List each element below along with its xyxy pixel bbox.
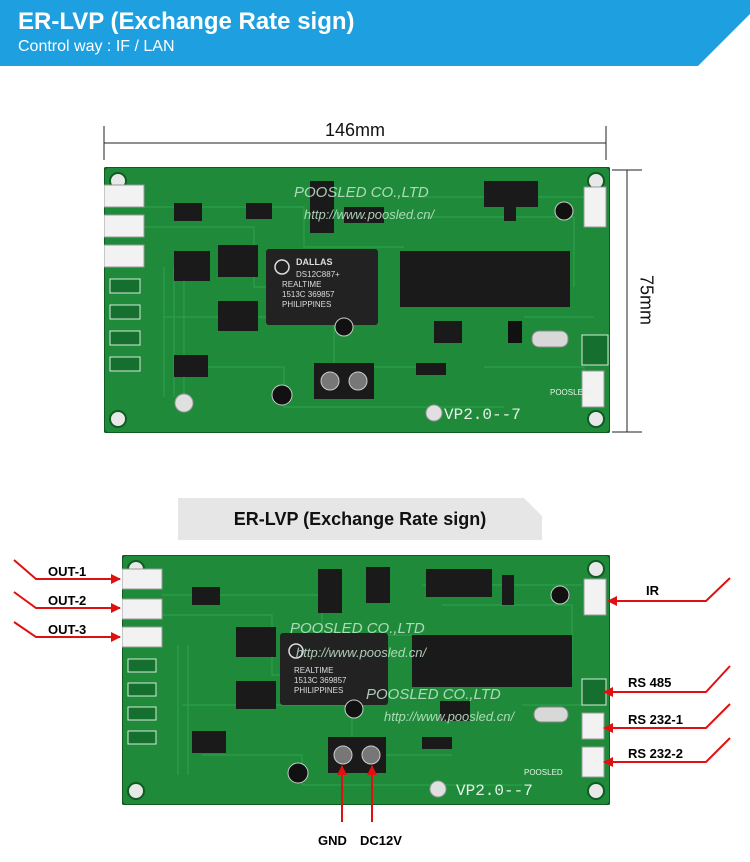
banner-shape: [0, 0, 750, 66]
pin-arrows: [13, 559, 731, 822]
arrow-out-1: [13, 559, 121, 584]
crystal: [531, 330, 569, 348]
arrow-rs232-1: [603, 703, 731, 733]
ics: [174, 181, 570, 377]
rtc-line-2-bottom: REALTIME: [294, 666, 333, 675]
capacitors: [174, 201, 574, 422]
page-subtitle: Control way : IF / LAN: [18, 38, 175, 55]
rtc-line-1: DS12C887+: [296, 270, 340, 279]
arrow-ir: [607, 577, 731, 606]
dimension-lines: [103, 126, 642, 433]
watermark-company: POOSLED CO.,LTD: [294, 184, 429, 201]
rs232-connector: [581, 370, 605, 408]
label-out-1: OUT-1: [48, 564, 87, 579]
page-title: ER-LVP (Exchange Rate sign): [18, 8, 355, 35]
label-gnd: GND: [318, 833, 347, 848]
arrow-out-3: [13, 621, 121, 642]
height-dimension-label: 75mm: [636, 274, 657, 326]
pcb-board-bottom: REALTIME 1513C 369857 PHILIPPINES POOSLE…: [122, 555, 610, 805]
arrow-rs485: [603, 665, 731, 697]
rtc-line-3: 1513C 369857: [282, 290, 335, 299]
rtc-line-2: REALTIME: [282, 280, 321, 289]
label-dc12v: DC12V: [360, 833, 402, 848]
label-ir: IR: [646, 583, 659, 598]
label-rs232-1: RS 232-1: [628, 712, 683, 727]
ir-connector: [583, 186, 607, 228]
width-dimension-label: 146mm: [324, 120, 386, 140]
label-rs485: RS 485: [628, 675, 672, 690]
mounting-holes: [109, 172, 605, 428]
diagram-caption: ER-LVP (Exchange Rate sign): [233, 509, 487, 529]
arrow-rs232-2: [603, 737, 731, 767]
watermark-url-bottom-1: http://www.poosled.cn/: [296, 645, 427, 660]
power-terminal: [314, 363, 374, 399]
caption-tab: [178, 498, 542, 540]
board-version-bottom: VP2.0--7: [456, 782, 533, 800]
pcb-board-top: DALLAS DS12C887+ REALTIME 1513C 369857 P…: [104, 167, 610, 433]
watermark-url-bottom-2: http://www.poosled.cn/: [384, 709, 515, 724]
watermark-url: http://www.poosled.cn/: [304, 207, 435, 222]
watermark-company-bottom-2: POOSLED CO.,LTD: [366, 686, 501, 703]
board-brand-bottom: POOSLED: [524, 768, 563, 777]
board-version: VP2.0--7: [444, 406, 521, 424]
label-out-2: OUT-2: [48, 593, 87, 608]
board-brand: POOSLED: [550, 388, 589, 397]
rtc-line-4-bottom: PHILIPPINES: [294, 686, 343, 695]
header-banner: ER-LVP (Exchange Rate sign) Control way …: [0, 0, 750, 66]
rtc-line-4: PHILIPPINES: [282, 300, 331, 309]
arrow-out-2: [13, 591, 121, 613]
rtc-brand: DALLAS: [296, 257, 333, 267]
rtc-line-3-bottom: 1513C 369857: [294, 676, 347, 685]
label-out-3: OUT-3: [48, 622, 87, 637]
out-connectors: [104, 184, 145, 268]
label-rs232-2: RS 232-2: [628, 746, 683, 761]
rtc-module: DALLAS DS12C887+ REALTIME 1513C 369857 P…: [266, 249, 378, 325]
watermark-company-bottom-1: POOSLED CO.,LTD: [290, 620, 425, 637]
